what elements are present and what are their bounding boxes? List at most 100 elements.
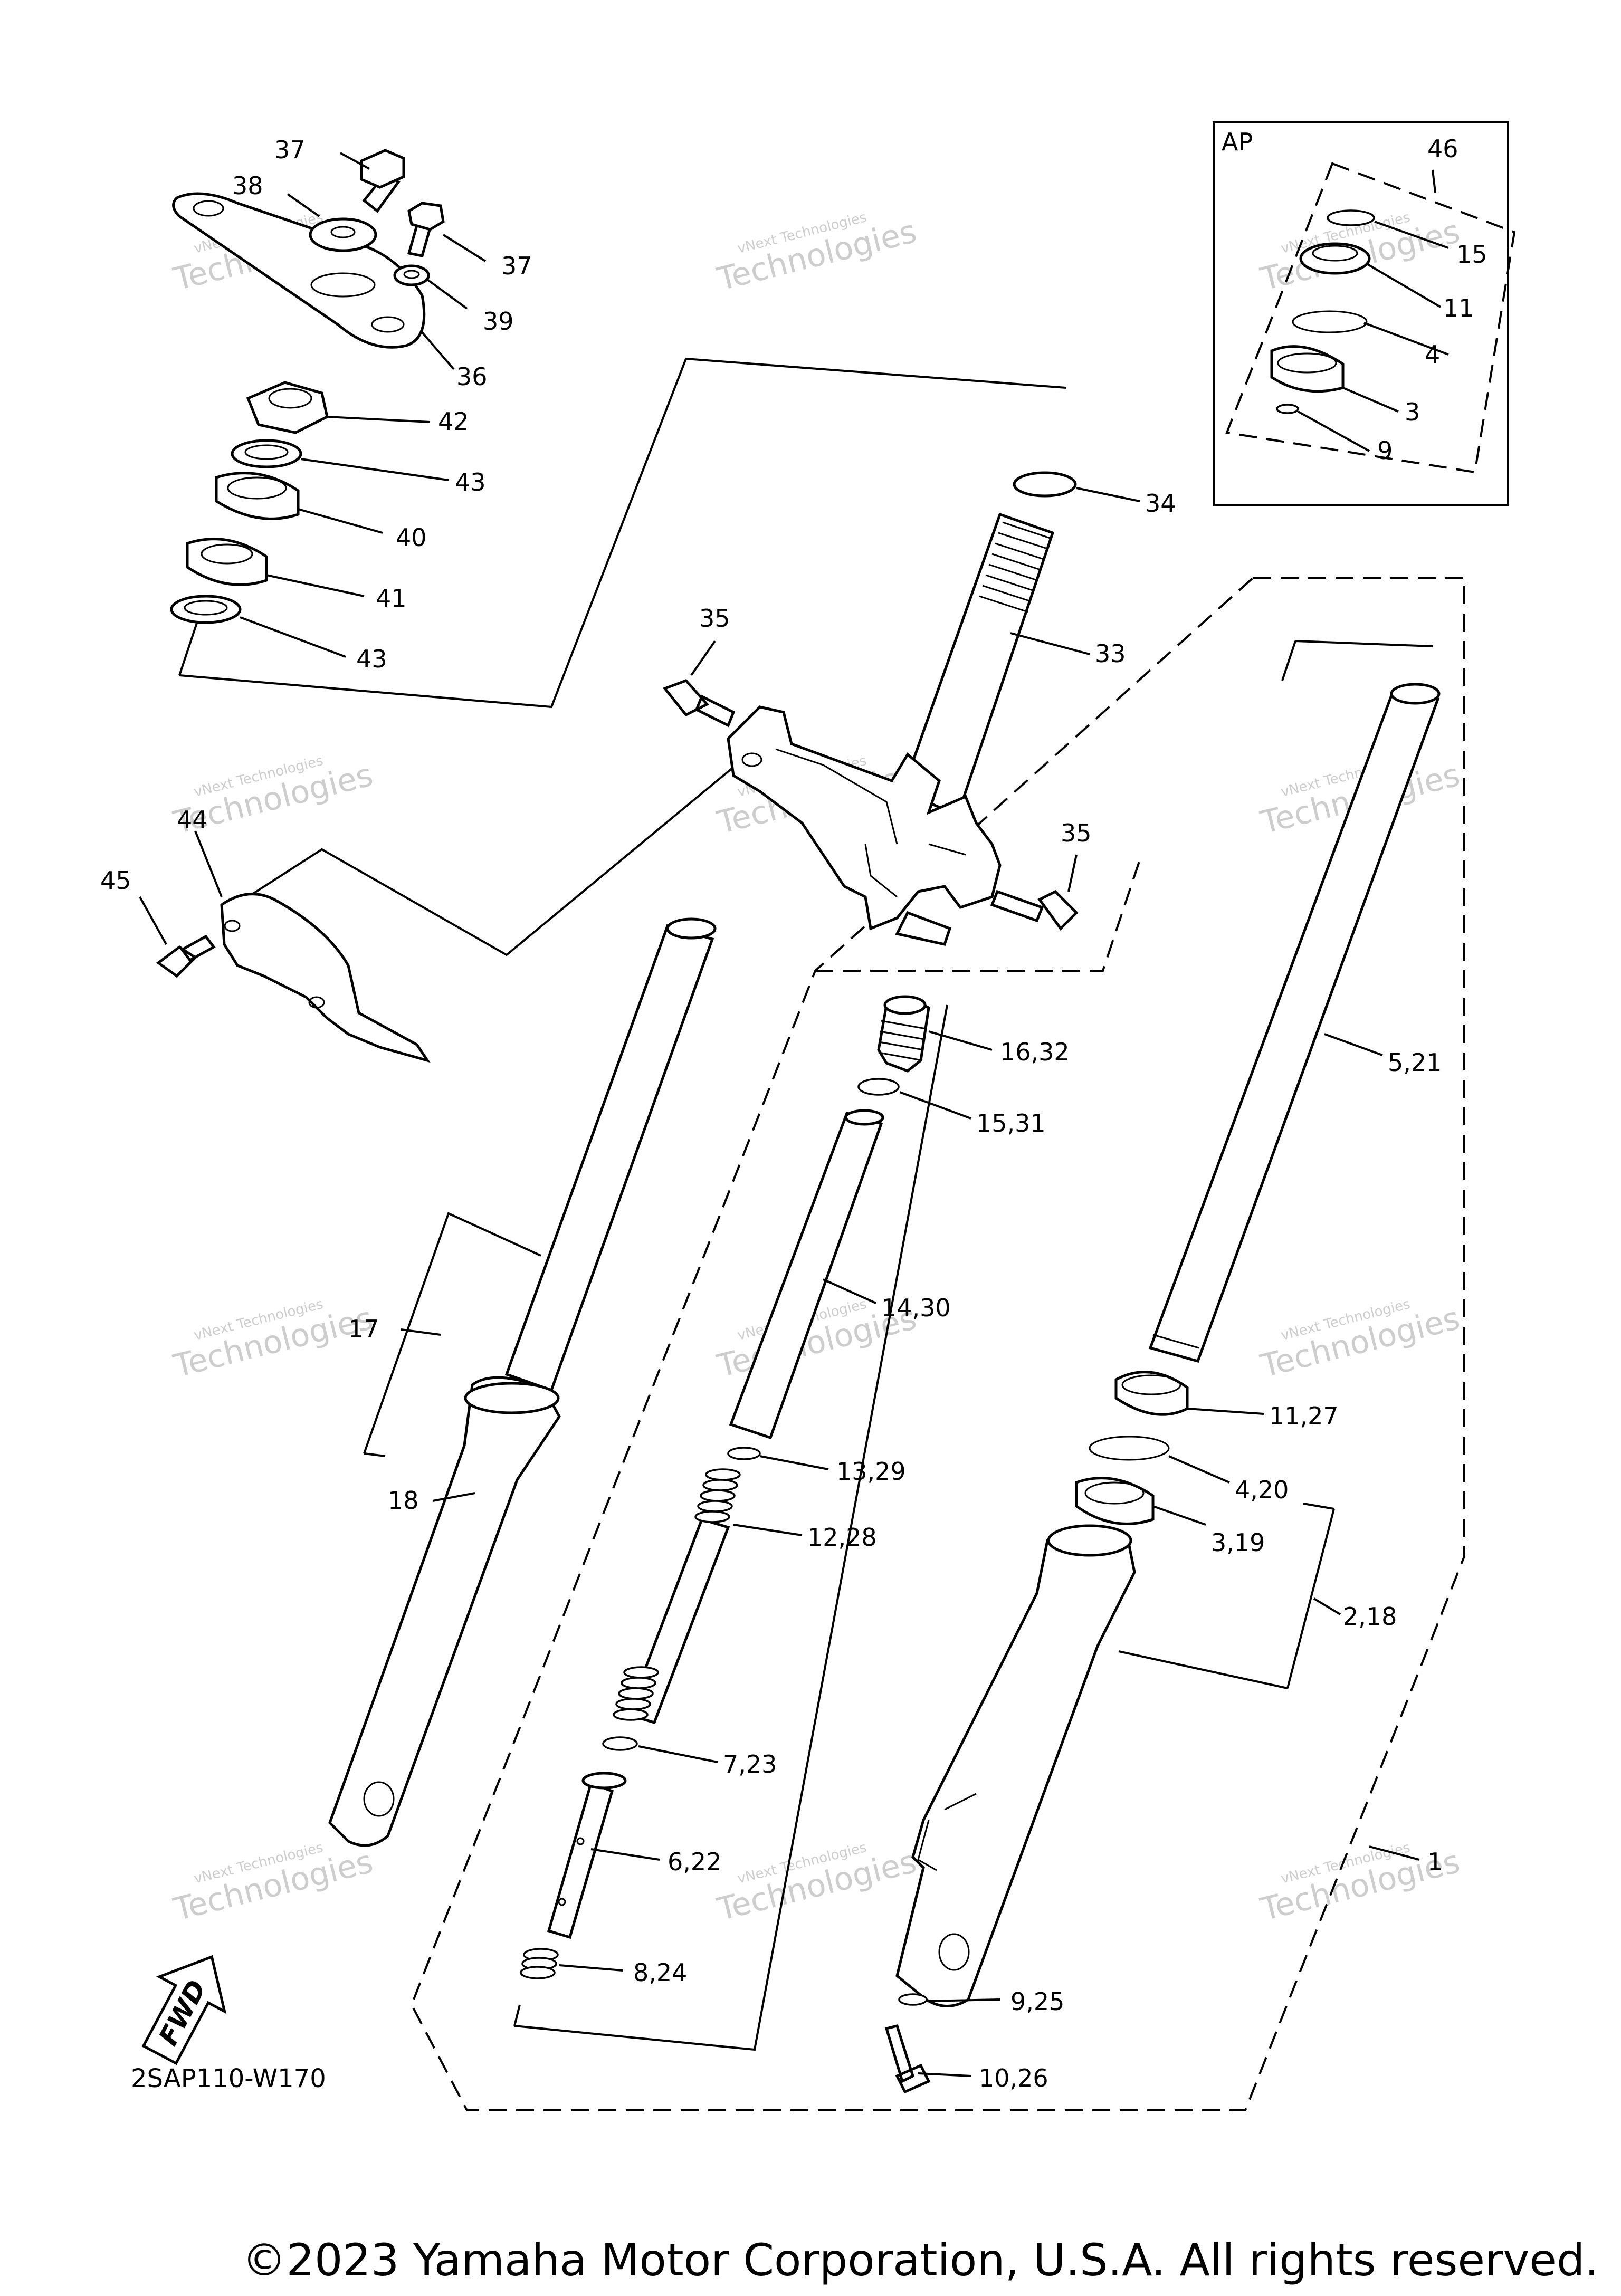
- bolt-35-right: [990, 889, 1079, 931]
- leader-40: [298, 508, 383, 534]
- callout-4-20: 4,20: [1235, 1476, 1289, 1504]
- inner-tube-group-outline: [1295, 640, 1433, 647]
- clip-4-inset: [1292, 310, 1368, 333]
- bolt-10-26: [884, 2024, 931, 2094]
- handlebar-holder-36: [172, 192, 426, 349]
- under-bracket-body: [727, 705, 1002, 931]
- race-41: [186, 538, 268, 586]
- outer-tube-group-bottom: [1118, 1650, 1288, 1689]
- holder-slot: [310, 272, 376, 298]
- leader-12-28: [733, 1524, 803, 1536]
- leader-35a: [690, 640, 716, 676]
- inset-kit-outline: [1225, 162, 1516, 474]
- callout-18: 18: [388, 1486, 419, 1515]
- callout-38: 38: [232, 171, 263, 200]
- callout-7-23: 7,23: [723, 1750, 777, 1778]
- leader-43a: [300, 458, 449, 481]
- washer-39-hole: [403, 270, 420, 279]
- inner-tube-5-21-band: [1152, 1334, 1199, 1349]
- copyright-notice: ©2023 Yamaha Motor Corporation, U.S.A. A…: [242, 2234, 1599, 2286]
- leader-3: [1342, 387, 1399, 413]
- leader-37a: [340, 152, 370, 170]
- bolt-37-head-b: [407, 202, 445, 231]
- race-40-hole: [227, 476, 287, 500]
- outer-tube-group-outline: [1286, 1508, 1335, 1689]
- outer-tube-2-18: [895, 1529, 1136, 2007]
- oil-seal-3-19: [1075, 1477, 1155, 1525]
- leader-6-22: [590, 1848, 660, 1861]
- fork-17-leader: [364, 1452, 386, 1457]
- callout-9: 9: [1377, 436, 1393, 465]
- o-ring-15-31: [857, 1078, 900, 1096]
- outer-tube-18-axle-hole: [363, 1781, 395, 1817]
- bearing-43-upper: [231, 439, 302, 468]
- leader-44: [194, 830, 223, 897]
- inner-tube-5-21-top: [1390, 683, 1441, 705]
- leader-39: [426, 279, 468, 310]
- callout-41: 41: [376, 584, 407, 613]
- leader-35b: [1067, 854, 1078, 892]
- steering-bearing-group: 42 43 40 41 43: [170, 381, 486, 673]
- washer-13-29: [727, 1447, 761, 1460]
- inset-ap: AP 46 15 11 4 3 9: [1213, 121, 1516, 506]
- spring-coils-top: [694, 1468, 741, 1523]
- stem-thread: [979, 521, 1051, 613]
- watermark: vNext Technologies Technologies: [713, 1840, 920, 1928]
- holder-hole-2: [371, 316, 405, 333]
- spacer-14-30: [729, 1111, 883, 1440]
- screw-45: [156, 934, 216, 978]
- holder-hole-1: [193, 200, 224, 217]
- callout-1: 1: [1427, 1848, 1443, 1876]
- leader-4-20: [1168, 1455, 1230, 1484]
- callout-9-25: 9,25: [1010, 1987, 1064, 2016]
- callout-35b: 35: [1061, 819, 1092, 847]
- leader-9: [1298, 410, 1370, 452]
- leader-38: [287, 193, 320, 217]
- callout-46: 46: [1427, 135, 1458, 163]
- leader-4: [1363, 322, 1449, 356]
- callout-10-26: 10,26: [979, 2064, 1048, 2092]
- leader-37b: [442, 234, 487, 262]
- leader-33: [1010, 632, 1090, 655]
- bearing-43-lower: [170, 595, 242, 624]
- leader-15: [1374, 221, 1449, 249]
- callout-44: 44: [177, 806, 208, 834]
- oil-seal-11-27: [1114, 1371, 1189, 1416]
- damper-group-outline[interactable]: [815, 859, 1141, 972]
- callout-40: 40: [396, 523, 427, 552]
- callout-3: 3: [1405, 398, 1420, 426]
- callout-36: 36: [456, 362, 488, 391]
- inner-tube-group-connector: [1281, 640, 1296, 681]
- callout-43a: 43: [455, 468, 486, 496]
- inner-tube-17: [504, 924, 714, 1392]
- ring-15-inset: [1327, 209, 1375, 226]
- race-40: [215, 472, 300, 520]
- leader-46: [1432, 169, 1436, 193]
- oil-seal-3-inset-hole: [1277, 352, 1337, 374]
- watermark: vNext Technologies Technologies: [170, 1296, 377, 1385]
- leader-8-24: [559, 1964, 623, 1972]
- bearing-group-outline: [179, 357, 1066, 709]
- damper-rod-hole-1: [576, 1837, 585, 1845]
- race-41-hole: [201, 543, 253, 565]
- leader-17: [401, 1328, 441, 1336]
- leader-5-21: [1324, 1033, 1383, 1056]
- leader-7-23: [638, 1745, 718, 1763]
- bracket-44-hole-2: [308, 996, 325, 1009]
- outer-tube-2-18-axle-hole: [938, 1933, 970, 1971]
- diagram-code: 2SAP110-W170: [131, 2064, 326, 2093]
- leader-9-25: [926, 1998, 1000, 2002]
- cap-bolt-thread: [878, 1020, 927, 1061]
- washer-39: [393, 264, 430, 286]
- callout-2-18: 2,18: [1343, 1602, 1397, 1631]
- leader-11-27: [1187, 1408, 1264, 1415]
- leader-2-18: [1313, 1597, 1341, 1615]
- watermark: vNext Technologies Technologies: [1257, 1296, 1464, 1385]
- callout-14-30: 14,30: [881, 1294, 951, 1322]
- inset-label: AP: [1222, 128, 1253, 156]
- cap-bolt-16-top: [883, 995, 927, 1015]
- leader-15-31: [899, 1091, 971, 1120]
- callout-5-21: 5,21: [1388, 1048, 1442, 1077]
- bolt-35-left: [662, 679, 736, 728]
